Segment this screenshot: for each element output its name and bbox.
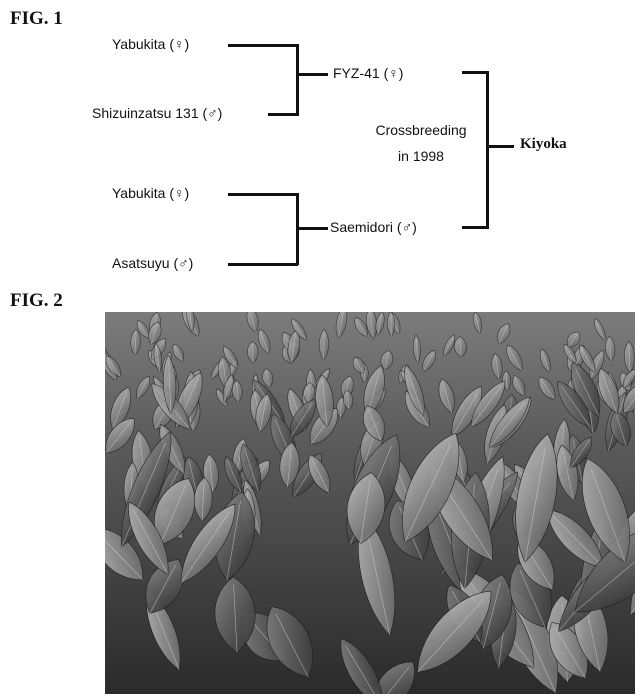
connector-fyz xyxy=(462,71,488,74)
crossbreeding-note-line1: Crossbreeding xyxy=(375,122,467,138)
crossbreeding-note-line2: in 1998 xyxy=(398,148,444,164)
bracket-b-vertical xyxy=(296,193,299,265)
bracket-final-vertical xyxy=(486,71,489,229)
crossbreeding-note: Crossbreeding in 1998 xyxy=(366,117,476,169)
parent-shizuinzatsu-131-male: Shizuinzatsu 131 (♂) xyxy=(92,105,223,121)
connector-saemidori xyxy=(462,226,488,229)
bracket-final-out xyxy=(488,145,514,148)
connector-a1 xyxy=(228,44,298,47)
connector-b2 xyxy=(228,263,298,266)
fig2-label: FIG. 2 xyxy=(10,290,63,311)
fig1-label: FIG. 1 xyxy=(10,8,63,29)
parent-yabukita-female-top: Yabukita (♀) xyxy=(112,36,190,52)
bracket-b-out xyxy=(298,227,328,230)
parent-yabukita-female-bottom: Yabukita (♀) xyxy=(112,185,190,201)
cross-saemidori-male: Saemidori (♂) xyxy=(330,219,417,235)
parent-asatsuyu-male: Asatsuyu (♂) xyxy=(112,255,194,271)
bracket-a-vertical xyxy=(296,44,299,116)
connector-a2 xyxy=(268,113,298,116)
bracket-a-out xyxy=(298,73,328,76)
result-kiyoka: Kiyoka xyxy=(520,136,567,152)
cross-fyz-41-female: FYZ-41 (♀) xyxy=(333,65,404,81)
connector-b1 xyxy=(228,193,298,196)
tea-plant-photograph xyxy=(105,312,635,694)
